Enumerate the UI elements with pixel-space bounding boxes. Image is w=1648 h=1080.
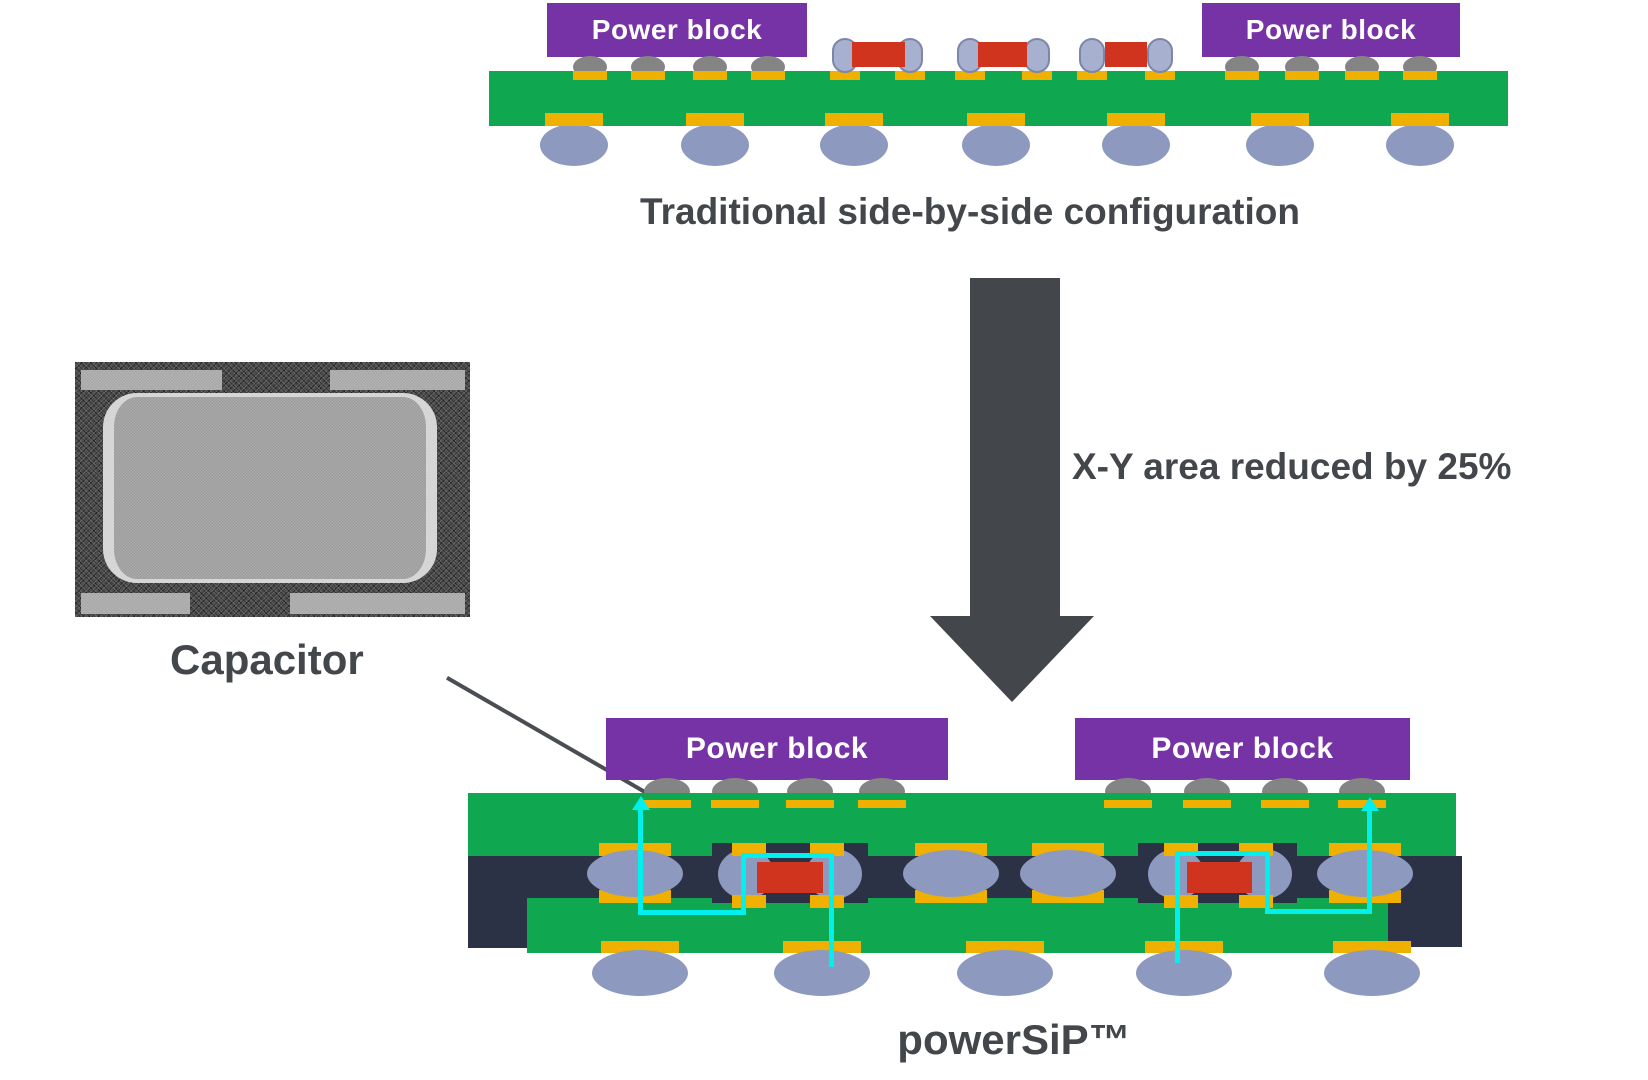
copper-pad bbox=[643, 800, 691, 808]
copper-layer bbox=[290, 593, 465, 614]
copper-pad bbox=[1251, 113, 1309, 126]
solder-ball bbox=[903, 850, 999, 897]
down-arrow-icon bbox=[930, 616, 1094, 702]
solder-ball bbox=[681, 124, 749, 166]
solder-ball bbox=[1020, 850, 1116, 897]
solder-ball bbox=[1317, 850, 1413, 897]
copper-pad bbox=[966, 941, 1044, 953]
solder-ball bbox=[592, 950, 688, 996]
copper-pad bbox=[955, 71, 985, 80]
current-path bbox=[1367, 810, 1372, 914]
power-block: Power block bbox=[1075, 718, 1410, 780]
copper-pad bbox=[732, 895, 766, 908]
chip-capacitor bbox=[978, 42, 1027, 67]
copper-pad bbox=[830, 71, 860, 80]
diagram-caption: Traditional side-by-side configuration bbox=[640, 191, 1300, 232]
solder-ball bbox=[820, 124, 888, 166]
solder-ball bbox=[587, 850, 683, 897]
copper-pad bbox=[1107, 113, 1165, 126]
current-arrow-icon bbox=[632, 796, 650, 810]
current-path bbox=[741, 853, 834, 858]
solder-ball bbox=[1136, 950, 1232, 996]
power-block-label: Power block bbox=[1151, 732, 1334, 765]
current-path bbox=[829, 853, 834, 967]
copper-pad bbox=[1403, 71, 1437, 80]
current-path bbox=[1265, 909, 1372, 914]
power-block: Power block bbox=[1202, 3, 1460, 57]
copper-pad bbox=[601, 941, 679, 953]
copper-pad bbox=[1239, 895, 1273, 908]
solder-ball bbox=[1102, 124, 1170, 166]
reduction-note: X-Y area reduced by 25% bbox=[1072, 446, 1512, 487]
copper-pad bbox=[1345, 71, 1379, 80]
down-arrow-icon bbox=[970, 278, 1060, 618]
power-block-label: Power block bbox=[591, 14, 763, 45]
diagram-caption: powerSiP™ bbox=[897, 1016, 1131, 1063]
current-path bbox=[1175, 853, 1180, 963]
embedded-capacitor bbox=[1187, 862, 1252, 893]
solder-ball bbox=[1386, 124, 1454, 166]
copper-pad bbox=[895, 71, 925, 80]
copper-pad bbox=[686, 113, 744, 126]
copper-pad bbox=[1183, 800, 1231, 808]
capacitor-terminal bbox=[1024, 38, 1050, 73]
copper-pad bbox=[1164, 895, 1198, 908]
power-block: Power block bbox=[606, 718, 948, 780]
copper-pad bbox=[786, 800, 834, 808]
copper-pad bbox=[1077, 71, 1107, 80]
solder-ball bbox=[1246, 124, 1314, 166]
power-block: Power block bbox=[547, 3, 807, 57]
solder-ball bbox=[1324, 950, 1420, 996]
copper-pad bbox=[1145, 941, 1223, 953]
solder-ball bbox=[957, 950, 1053, 996]
current-path bbox=[638, 910, 746, 915]
capacitor-terminal bbox=[1147, 38, 1173, 73]
copper-pad bbox=[1391, 113, 1449, 126]
copper-pad bbox=[1145, 71, 1175, 80]
embedded-capacitor bbox=[757, 862, 823, 893]
copper-pad bbox=[825, 113, 883, 126]
copper-pad bbox=[1285, 71, 1319, 80]
chip-capacitor bbox=[852, 42, 905, 67]
capacitor-terminal bbox=[1079, 38, 1105, 73]
capacitor-body bbox=[103, 393, 437, 583]
copper-pad bbox=[693, 71, 727, 80]
copper-pad bbox=[751, 71, 785, 80]
copper-pad bbox=[711, 800, 759, 808]
copper-pad bbox=[631, 71, 665, 80]
capacitor-label: Capacitor bbox=[170, 636, 364, 683]
copper-pad bbox=[1225, 71, 1259, 80]
current-path bbox=[638, 808, 643, 915]
power-block-label: Power block bbox=[685, 732, 869, 765]
solder-ball bbox=[962, 124, 1030, 166]
copper-pad bbox=[1104, 800, 1152, 808]
copper-pad bbox=[1022, 71, 1052, 80]
copper-pad bbox=[810, 895, 844, 908]
capacitor-micrograph bbox=[75, 362, 470, 617]
interposer-step bbox=[468, 856, 527, 948]
copper-pad bbox=[783, 941, 861, 953]
solder-ball bbox=[774, 950, 870, 996]
copper-pad bbox=[858, 800, 906, 808]
current-path bbox=[1175, 851, 1270, 856]
copper-pad bbox=[732, 843, 766, 856]
copper-layer bbox=[81, 593, 190, 614]
copper-layer bbox=[81, 370, 222, 390]
copper-pad bbox=[1333, 941, 1411, 953]
current-arrow-icon bbox=[1361, 797, 1379, 811]
power-block-label: Power block bbox=[1245, 14, 1417, 45]
copper-pad bbox=[810, 843, 844, 856]
copper-layer bbox=[330, 370, 465, 390]
current-path bbox=[741, 853, 746, 915]
copper-pad bbox=[573, 71, 607, 80]
chip-capacitor bbox=[1105, 42, 1147, 67]
current-path bbox=[1265, 851, 1270, 914]
copper-pad bbox=[967, 113, 1025, 126]
copper-pad bbox=[545, 113, 603, 126]
solder-ball bbox=[540, 124, 608, 166]
copper-pad bbox=[1261, 800, 1309, 808]
